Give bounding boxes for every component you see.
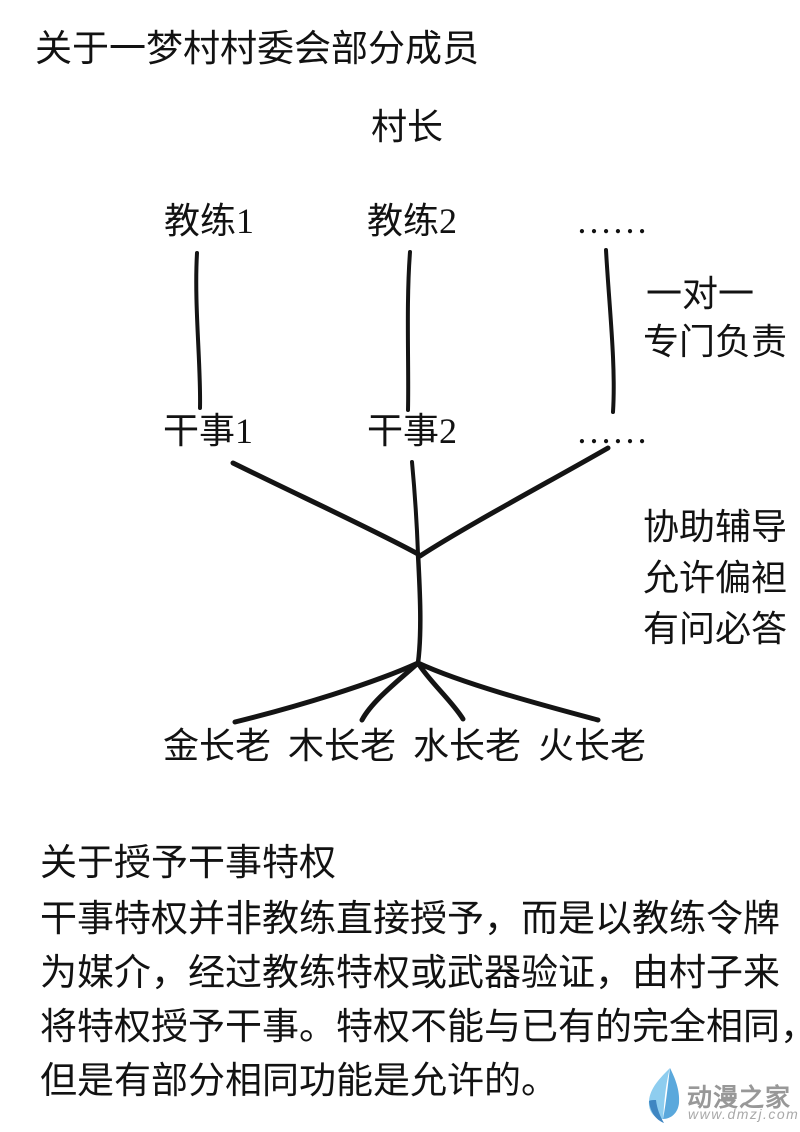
- connector-officer2-junction: [410, 460, 420, 556]
- org-node-officer-1: 干事1: [163, 411, 254, 451]
- paragraph-line-3: 将特权授予干事。特权不能与已有的完全相同，: [40, 1007, 800, 1048]
- org-node-officer-2: 干事2: [367, 411, 458, 451]
- note-specially-responsible: 专门负责: [643, 322, 788, 362]
- connector-fan-wood-elder: [359, 660, 421, 723]
- privileges-paragraph: 干事特权并非教练直接授予，而是以教练令牌 为媒介，经过教练特权或武器验证，由村子…: [40, 893, 800, 1109]
- connector-fan-fire-elder: [415, 660, 601, 723]
- org-node-coach-ellipsis: ……: [576, 201, 648, 241]
- watermark-site-name: 动漫之家: [687, 1084, 792, 1112]
- connector-fan-gold-elder: [232, 660, 421, 725]
- org-node-gold-elder: 金长老: [163, 726, 272, 766]
- connector-officer1-junction: [230, 460, 421, 557]
- dmzj-leaf-logo-icon: [648, 1068, 680, 1123]
- note-allow-favoritism: 允许偏袒: [643, 558, 788, 598]
- connector-stem: [415, 551, 423, 666]
- paragraph-line-1: 干事特权并非教练直接授予，而是以教练令牌: [40, 899, 780, 940]
- org-node-coach-2: 教练2: [367, 201, 458, 241]
- org-node-fire-elder: 火长老: [538, 726, 647, 766]
- note-assist-tutoring: 协助辅导: [643, 507, 788, 547]
- org-node-water-elder: 水长老: [413, 726, 522, 766]
- org-node-coach-1: 教练1: [164, 201, 255, 241]
- page-title: 关于一梦村村委会部分成员: [35, 29, 479, 70]
- connector-coachmore-officermore: [604, 248, 616, 414]
- org-node-village-chief: 村长: [371, 107, 444, 147]
- note-answer-all-questions: 有问必答: [643, 609, 788, 649]
- watermark-site-url: www.dmzj.com: [688, 1106, 800, 1122]
- org-node-officer-ellipsis: ……: [576, 411, 648, 451]
- site-watermark: 动漫之家 www.dmzj.com: [646, 1066, 800, 1126]
- section-heading-privileges: 关于授予干事特权: [40, 843, 336, 884]
- org-node-wood-elder: 木长老: [288, 726, 397, 766]
- connector-coach1-officer1: [194, 251, 203, 410]
- paragraph-line-4: 但是有部分相同功能是允许的。: [40, 1061, 558, 1102]
- connector-fan-water-elder: [415, 660, 466, 722]
- paragraph-line-2: 为媒介，经过教练特权或武器验证，由村子来: [40, 953, 780, 994]
- connector-officermore-junction: [417, 445, 611, 559]
- connector-coach2-officer2: [405, 250, 412, 412]
- note-one-on-one: 一对一: [646, 274, 755, 314]
